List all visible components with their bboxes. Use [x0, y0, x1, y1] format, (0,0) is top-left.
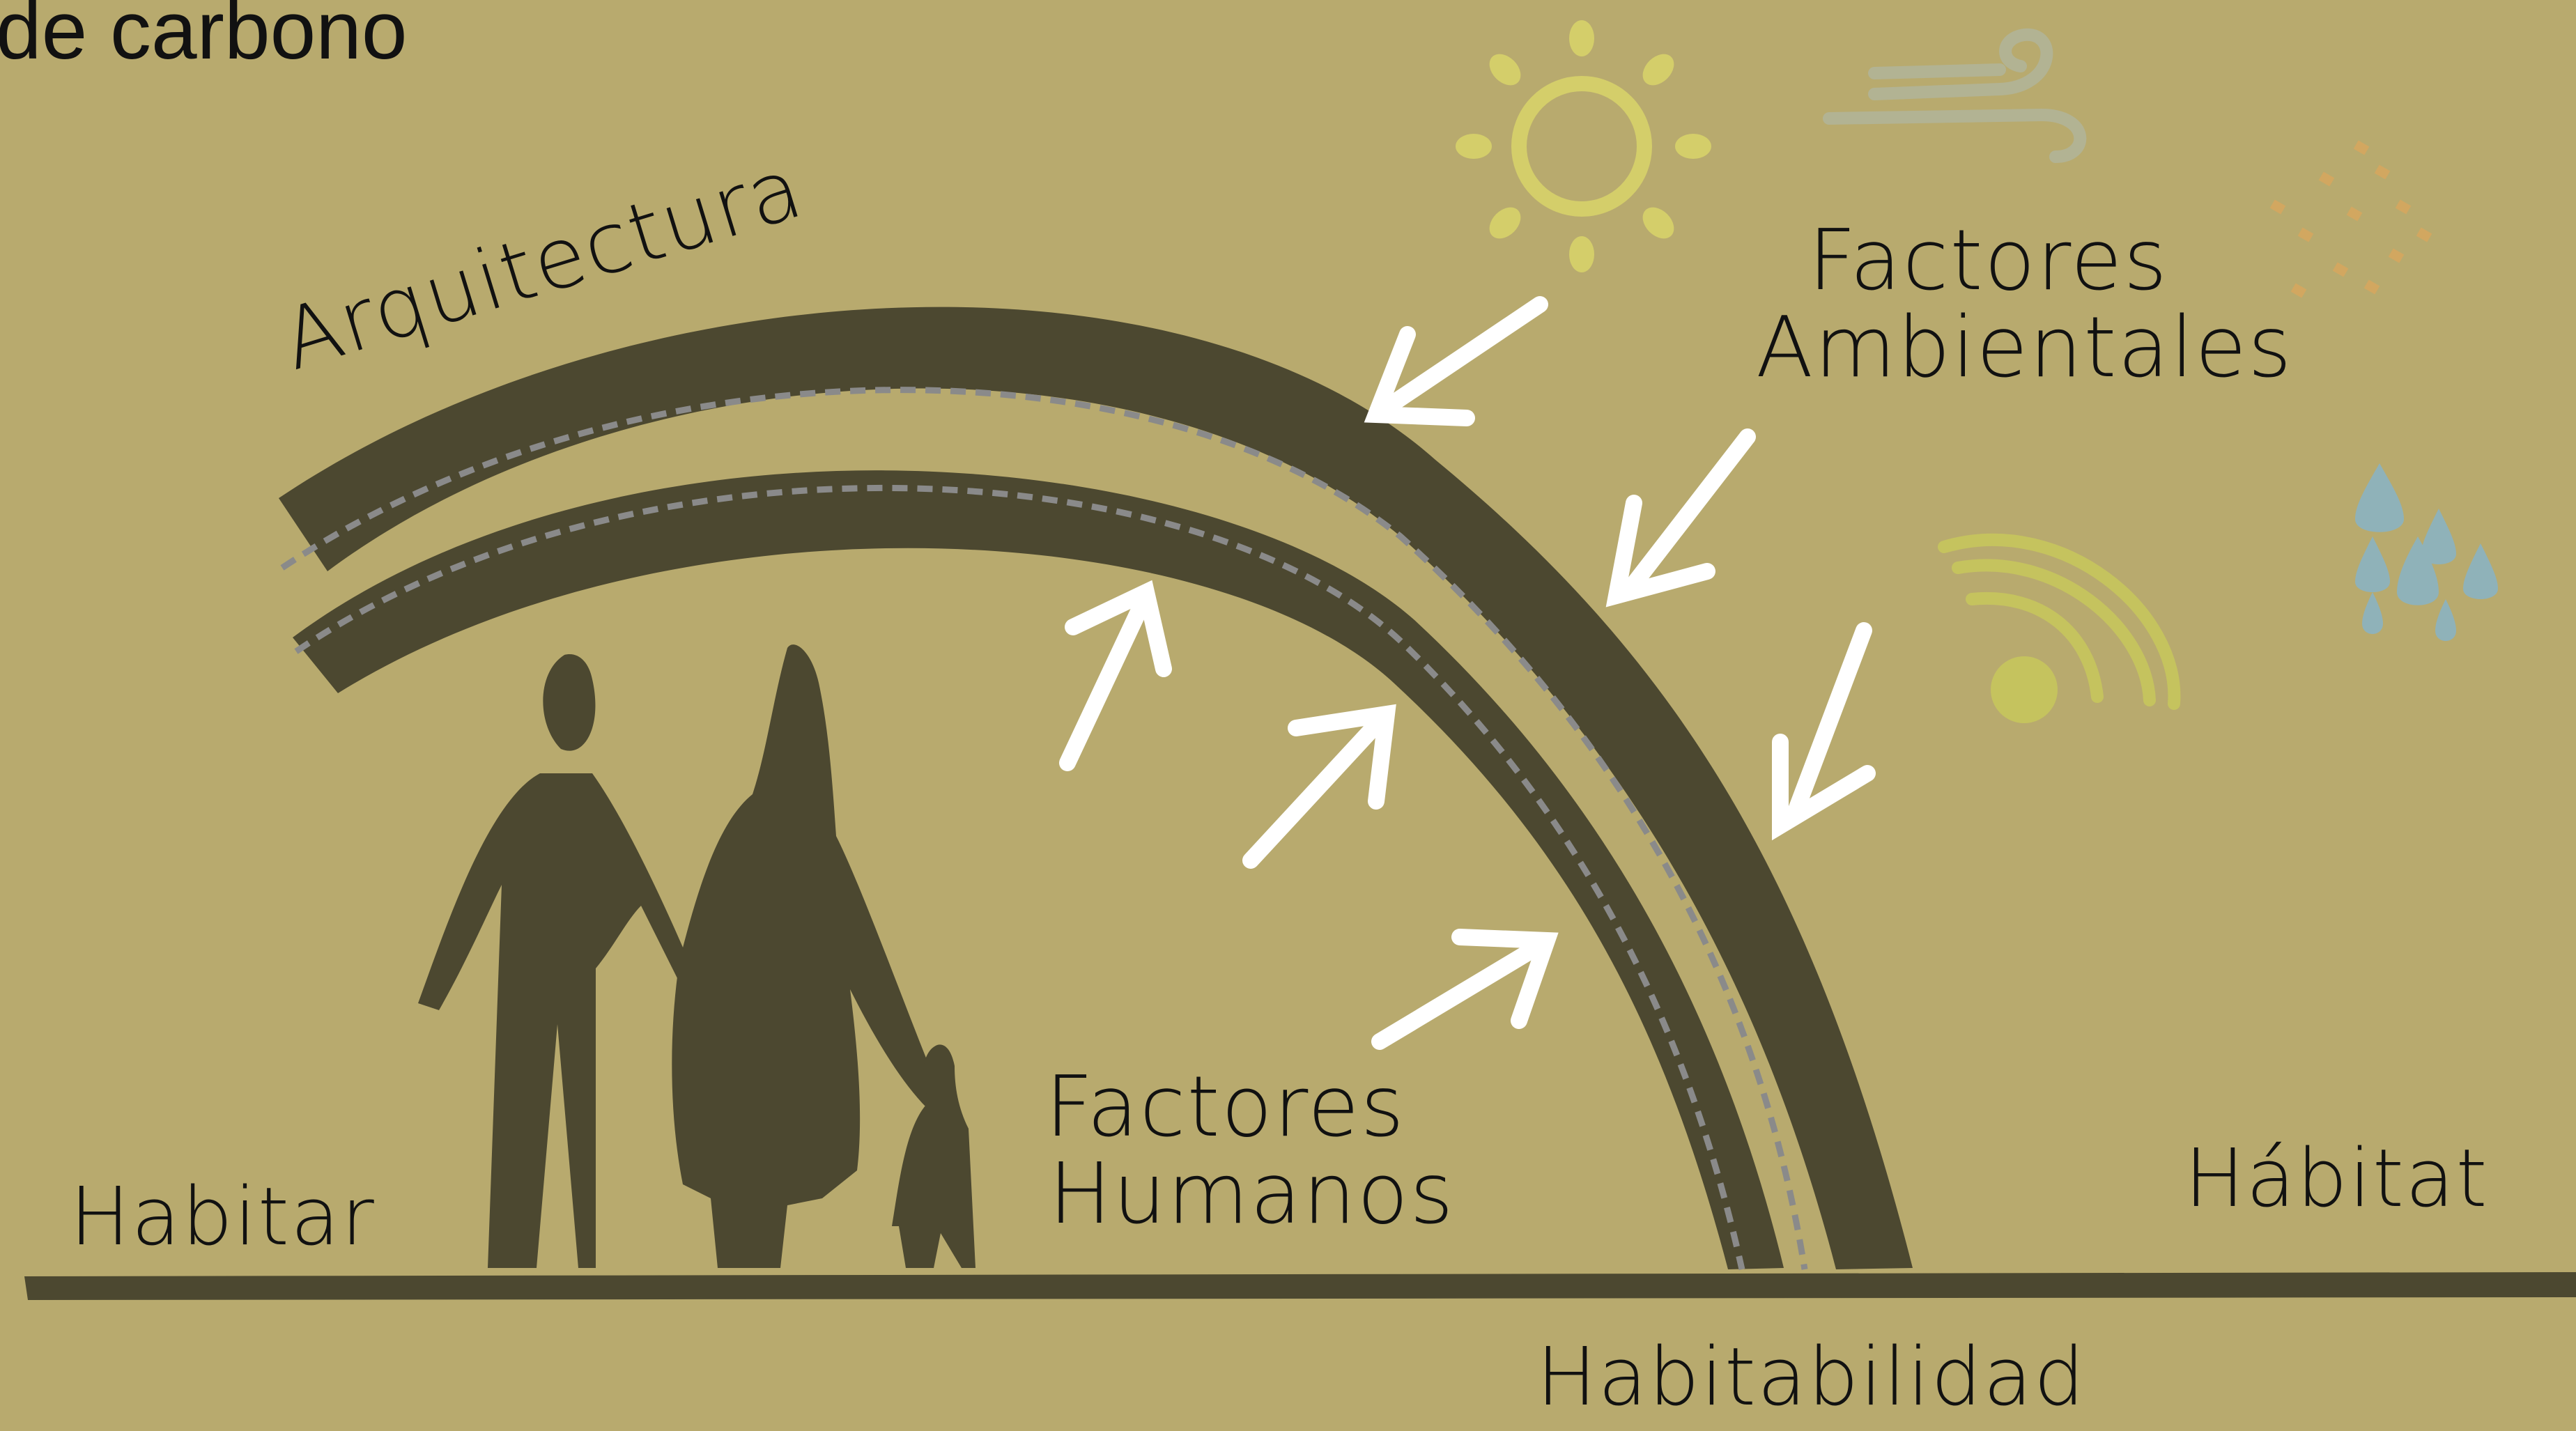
label-habitar: Habitar [70, 1170, 376, 1264]
signal-icon [1938, 533, 2181, 723]
child-figure [892, 1044, 975, 1268]
people-silhouettes [418, 644, 975, 1268]
rain-icon [2355, 463, 2498, 641]
label-factores-humanos-line1: Factores [1045, 1059, 1406, 1156]
label-habitat: Hábitat [2184, 1132, 2489, 1225]
arrow-hum-1 [1059, 580, 1172, 771]
label-factores-ambientales-line2: Ambientales [1756, 300, 2293, 396]
woman-figure [672, 644, 941, 1268]
label-factores-humanos-line2: Humanos [1049, 1146, 1455, 1243]
arrow-hum-3 [1371, 929, 1559, 1050]
sun-icon [1456, 20, 1711, 272]
arrow-env-2 [1605, 428, 1756, 608]
arrow-hum-2 [1242, 704, 1396, 869]
arch-dashed-line-2 [294, 484, 1745, 1270]
arrows [1059, 296, 1876, 1050]
label-habitabilidad: Habitabilidad [1536, 1331, 2086, 1424]
arch-outer-band [279, 307, 1913, 1270]
wind-icon [1823, 28, 2087, 163]
page-title: de carbono [0, 0, 408, 77]
label-factores-ambientales-line1: Factores [1808, 212, 2169, 309]
arrow-env-3 [1772, 622, 1876, 841]
ground-line [24, 1272, 2576, 1300]
arrow-env-1 [1364, 296, 1548, 426]
arch-dashed-line-1 [280, 387, 1808, 1270]
arch-inner-band [293, 470, 1784, 1269]
dust-icon [2269, 140, 2432, 298]
man-figure [418, 654, 704, 1268]
